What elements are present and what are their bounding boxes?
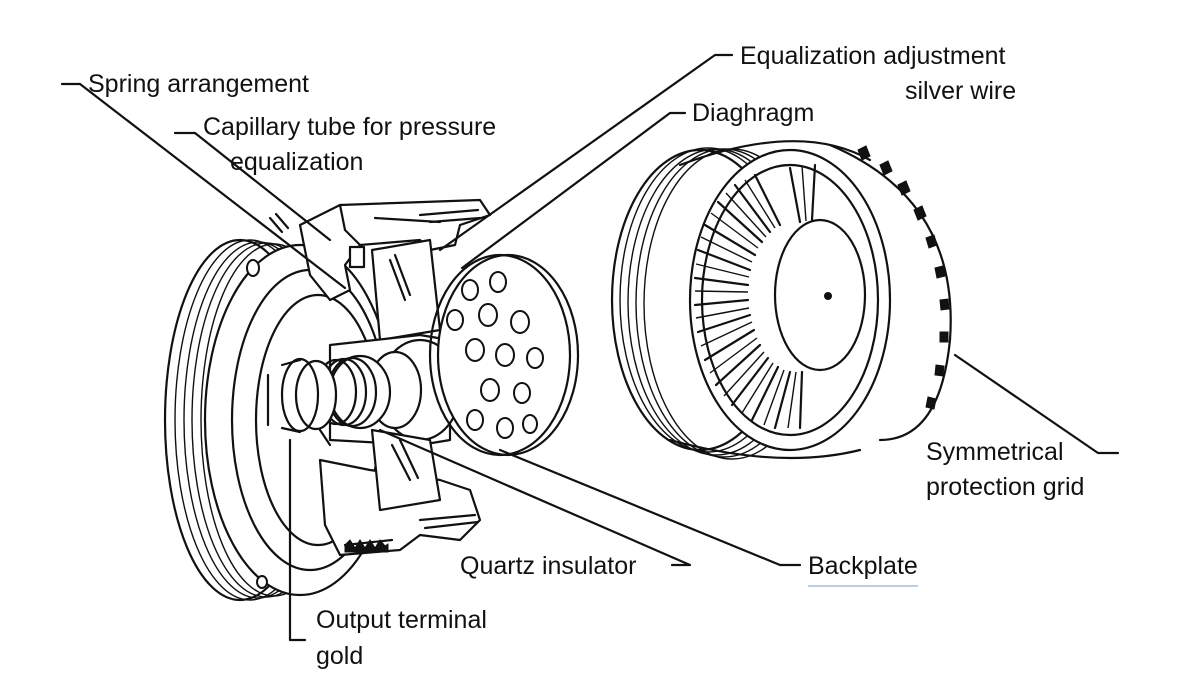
label-symmetrical-line2: protection grid <box>926 473 1084 501</box>
protection-grid <box>610 140 952 460</box>
label-output-terminal-line1: Output terminal <box>316 606 487 634</box>
label-diaphragm: Diaghragm <box>692 99 814 127</box>
cartridge-body <box>163 198 492 602</box>
label-backplate: Backplate <box>808 552 918 580</box>
mounting-hole-icon <box>256 575 268 589</box>
symmetrical-leader <box>953 353 1120 455</box>
backplate-leader <box>498 448 802 567</box>
mounting-hole-icon <box>246 259 260 277</box>
label-symmetrical-line1: Symmetrical <box>926 438 1064 466</box>
spring-leader <box>78 82 347 290</box>
output-leader <box>288 438 307 642</box>
leader-lines <box>60 53 1120 642</box>
diaphragm-leader <box>460 111 687 270</box>
label-output-terminal-line2: gold <box>316 642 363 670</box>
backplate-disc <box>428 253 580 457</box>
label-capillary-tube-line2: equalization <box>230 148 363 176</box>
capillary-leader <box>193 131 332 242</box>
quartz-leader <box>378 428 692 567</box>
equalization-leader <box>438 53 734 252</box>
label-spring-arrangement: Spring arrangement <box>88 70 309 98</box>
labels: Spring arrangement Capillary tube for pr… <box>88 42 1084 670</box>
label-equalization-line2: silver wire <box>905 77 1016 105</box>
label-quartz-insulator: Quartz insulator <box>460 552 636 580</box>
label-capillary-tube-line1: Capillary tube for pressure <box>203 113 496 141</box>
label-equalization-line1: Equalization adjustment <box>740 42 1005 70</box>
